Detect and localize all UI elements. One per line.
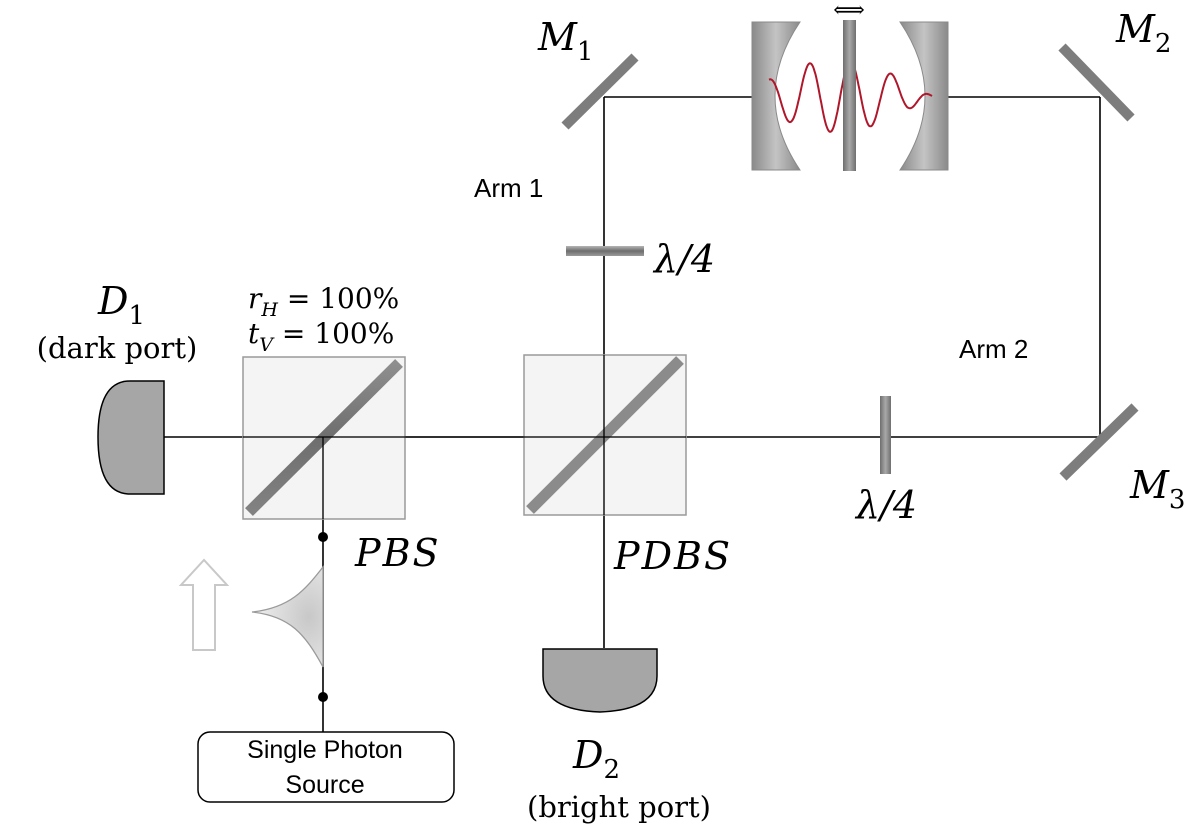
label-d1: D1 <box>97 279 145 331</box>
label-qwp-arm2: λ/4 <box>854 483 917 527</box>
propagation-arrow-icon <box>178 558 230 651</box>
label-arm1: Arm 1 <box>474 173 543 203</box>
pbs-cube <box>242 356 406 520</box>
label-d2-caption: (bright port) <box>527 790 711 824</box>
label-m2: M2 <box>1115 7 1171 59</box>
detector-d2 <box>542 648 658 713</box>
single-photon-source-box <box>197 731 455 803</box>
membrane-oscillation-arrow: ⟺ <box>833 0 865 23</box>
mirror-m3 <box>1059 403 1139 481</box>
cavity-mirror-right <box>899 21 949 171</box>
label-transmissivity-v: tV = 100% <box>248 317 394 356</box>
label-m1: M1 <box>537 15 593 67</box>
label-d1-caption: (dark port) <box>37 331 198 365</box>
label-pdbs: PDBS <box>613 534 732 578</box>
label-arm2: Arm 2 <box>959 334 1028 364</box>
quarter-wave-plate-arm2 <box>880 396 891 474</box>
label-d2: D2 <box>572 733 620 785</box>
pulse-marker-top <box>318 532 328 542</box>
label-pbs: PBS <box>354 531 441 575</box>
pulse-marker-bottom <box>318 692 328 702</box>
detector-d1 <box>97 380 165 495</box>
mirror-m1 <box>561 53 639 130</box>
label-qwp-arm1: λ/4 <box>652 237 715 281</box>
photon-pulse <box>251 532 328 702</box>
source-label-line2: Source <box>285 771 364 799</box>
source-label-line1: Single Photon <box>247 736 403 764</box>
optomechanical-cavity: ⟺ <box>751 0 949 171</box>
pdbs-cube <box>523 354 687 516</box>
label-reflectivity-h: rH = 100% <box>248 282 399 321</box>
quarter-wave-plate-arm1 <box>566 246 644 256</box>
cavity-mirror-left <box>751 21 801 171</box>
mirror-m2 <box>1058 43 1135 122</box>
beam-overlay <box>243 355 686 519</box>
cavity-membrane <box>843 20 856 171</box>
label-m3: M3 <box>1129 463 1185 515</box>
